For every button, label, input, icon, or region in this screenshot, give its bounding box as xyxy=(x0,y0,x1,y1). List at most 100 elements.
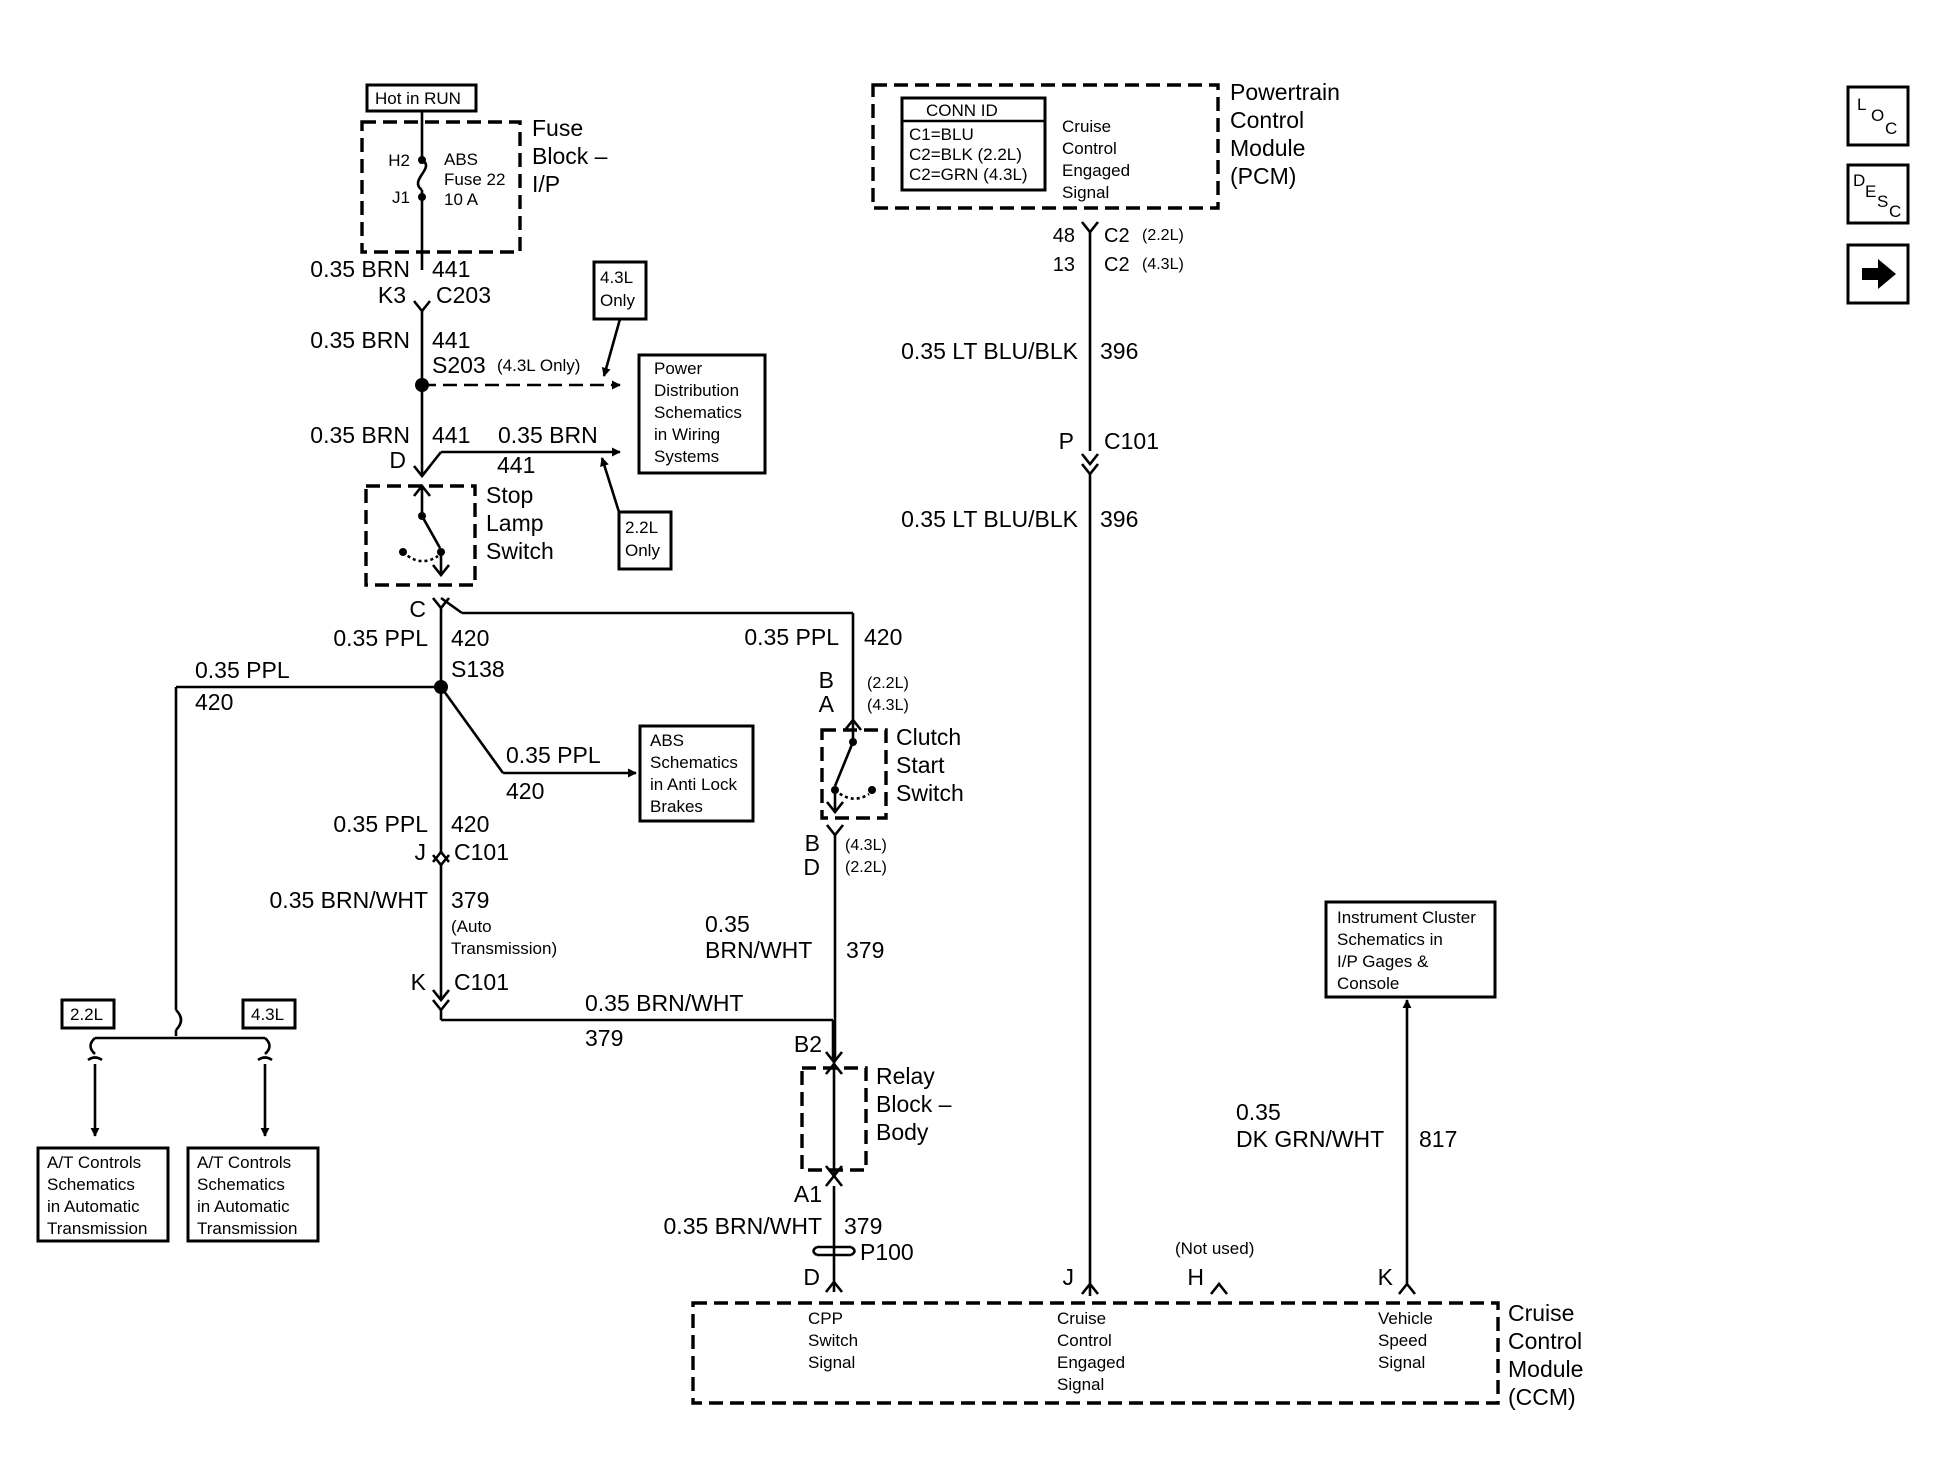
circuit-number: 379 xyxy=(846,937,884,963)
clutch-label: Start xyxy=(896,752,945,778)
link-label: Transmission xyxy=(197,1219,297,1238)
instrument-cluster-link[interactable]: Instrument Cluster Schematics in I/P Gag… xyxy=(1324,900,1497,999)
connector-pin: D xyxy=(389,447,406,473)
wire-color-label: 0.35 xyxy=(1236,1099,1281,1125)
power-distribution-link[interactable]: Power Distribution Schematics in Wiring … xyxy=(637,353,767,475)
ccm-signal-label: Engaged xyxy=(1057,1353,1125,1372)
hot-in-run-label: Hot in RUN xyxy=(375,89,461,108)
ccm-label: Module xyxy=(1508,1356,1583,1382)
desc-letter-e: E xyxy=(1865,182,1876,201)
engine-note: (4.3L) xyxy=(845,837,887,854)
connector-pin: K xyxy=(411,969,427,995)
pcm-pin-13: 13 xyxy=(1053,254,1075,276)
ccm-signal-label: Cruise xyxy=(1057,1309,1106,1328)
fuse-label: ABS xyxy=(444,150,478,169)
link-label: Brakes xyxy=(650,797,703,816)
at-controls-link-22[interactable]: A/T Controls Schematics in Automatic Tra… xyxy=(36,1146,170,1243)
wire-color-label: 0.35 BRN xyxy=(310,256,410,282)
loc-letter-o: O xyxy=(1871,106,1884,125)
clutch-start-switch: Clutch Start Switch xyxy=(820,722,964,820)
wire-379-clutch xyxy=(825,824,845,1060)
arrow-right-icon xyxy=(1862,259,1896,289)
splice-note: (4.3L Only) xyxy=(497,356,580,375)
ccm-module: CPP Switch Signal Cruise Control Engaged… xyxy=(691,1300,1583,1410)
connector-name: C101 xyxy=(454,839,509,865)
connector-pin: A1 xyxy=(794,1181,822,1207)
not-used-note: (Not used) xyxy=(1175,1239,1254,1258)
wire-color-label: 0.35 PPL xyxy=(333,811,428,837)
circuit-number: 379 xyxy=(451,887,489,913)
link-label: Instrument Cluster xyxy=(1337,908,1476,927)
only-22-tag xyxy=(617,510,673,571)
loc-letter-l: L xyxy=(1857,95,1866,114)
pcm-signal-label: Control xyxy=(1062,139,1117,158)
link-label: ABS xyxy=(650,731,684,750)
pcm-signal-label: Cruise xyxy=(1062,117,1111,136)
wire-color-label: 0.35 xyxy=(705,911,750,937)
pcm-connector: C2 xyxy=(1104,225,1130,247)
only-43-tag xyxy=(592,260,648,321)
wire-color-label: BRN/WHT xyxy=(705,937,812,963)
ccm-signal-label: Control xyxy=(1057,1331,1112,1350)
wire-color-label: 0.35 BRN xyxy=(498,422,598,448)
splice-label: S138 xyxy=(451,656,505,682)
fuse-block: H2 J1 ABS Fuse 22 10 A Fuse Block – I/P xyxy=(360,115,608,270)
connector-pin: K3 xyxy=(378,282,406,308)
link-label: in Wiring xyxy=(654,425,720,444)
ccm-signal-label: Signal xyxy=(1057,1375,1104,1394)
fuse-block-label: I/P xyxy=(532,171,560,197)
desc-letter-s: S xyxy=(1877,192,1888,211)
connector-pin: B xyxy=(805,830,820,856)
engine-note: (2.2L) xyxy=(845,859,887,876)
link-label: I/P Gages & xyxy=(1337,952,1429,971)
next-page-button[interactable] xyxy=(1846,243,1910,305)
ccm-signal-label: Signal xyxy=(808,1353,855,1372)
circuit-number: 420 xyxy=(451,811,489,837)
ccm-signal-label: Signal xyxy=(1378,1353,1425,1372)
engine-note: (4.3L) xyxy=(867,697,909,714)
stop-lamp-label: Stop xyxy=(486,482,533,508)
ccm-label: Cruise xyxy=(1508,1300,1574,1326)
conn-id-box xyxy=(900,96,1047,192)
pcm-module: CONN ID C1=BLU C2=BLK (2.2L) C2=GRN (4.3… xyxy=(871,79,1340,210)
conn-id-line: C1=BLU xyxy=(909,125,974,144)
fuse-block-label: Block – xyxy=(532,143,608,169)
ccm-label: Control xyxy=(1508,1328,1582,1354)
abs-schematics-link[interactable]: ABS Schematics in Anti Lock Brakes xyxy=(638,724,755,823)
relay-block-label: Relay xyxy=(876,1063,935,1089)
ccm-signal-label: Speed xyxy=(1378,1331,1427,1350)
wire-color-label: DK GRN/WHT xyxy=(1236,1126,1384,1152)
stop-lamp-label: Switch xyxy=(486,538,554,564)
terminal-label: J1 xyxy=(392,188,410,207)
engine-tag-label: 2.2L xyxy=(70,1005,103,1024)
at-controls-link-43[interactable]: A/T Controls Schematics in Automatic Tra… xyxy=(186,1146,320,1243)
connector-pin: D xyxy=(803,1264,820,1290)
ccm-signal-label: CPP xyxy=(808,1309,843,1328)
pcm-label: Powertrain xyxy=(1230,79,1340,105)
loc-button[interactable]: L O C xyxy=(1846,85,1910,147)
pcm-engine-note: (4.3L) xyxy=(1142,256,1184,273)
clutch-label: Switch xyxy=(896,780,964,806)
wire-color-label: 0.35 LT BLU/BLK xyxy=(901,338,1079,364)
pcm-label: Module xyxy=(1230,135,1305,161)
circuit-number: 420 xyxy=(451,625,489,651)
wire-color-label: 0.35 LT BLU/BLK xyxy=(901,506,1079,532)
link-label: A/T Controls xyxy=(197,1153,291,1172)
only-tag-label: 2.2L xyxy=(625,518,658,537)
circuit-number: 396 xyxy=(1100,338,1138,364)
circuit-number: 420 xyxy=(864,624,902,650)
link-label: in Anti Lock xyxy=(650,775,737,794)
connector-pin: J xyxy=(1063,1264,1075,1290)
at-tag-22 xyxy=(60,998,116,1030)
pcm-connector: C2 xyxy=(1104,254,1130,276)
pcm-engine-note: (2.2L) xyxy=(1142,227,1184,244)
desc-button[interactable]: D E S C xyxy=(1846,163,1910,225)
link-label: A/T Controls xyxy=(47,1153,141,1172)
wire-817 xyxy=(1397,999,1417,1295)
link-label: in Automatic xyxy=(47,1197,140,1216)
link-label: in Automatic xyxy=(197,1197,290,1216)
only-tag-label: Only xyxy=(600,291,635,310)
link-label: Schematics xyxy=(650,753,738,772)
circuit-number: 420 xyxy=(195,689,233,715)
connector-pin: D xyxy=(803,854,820,880)
